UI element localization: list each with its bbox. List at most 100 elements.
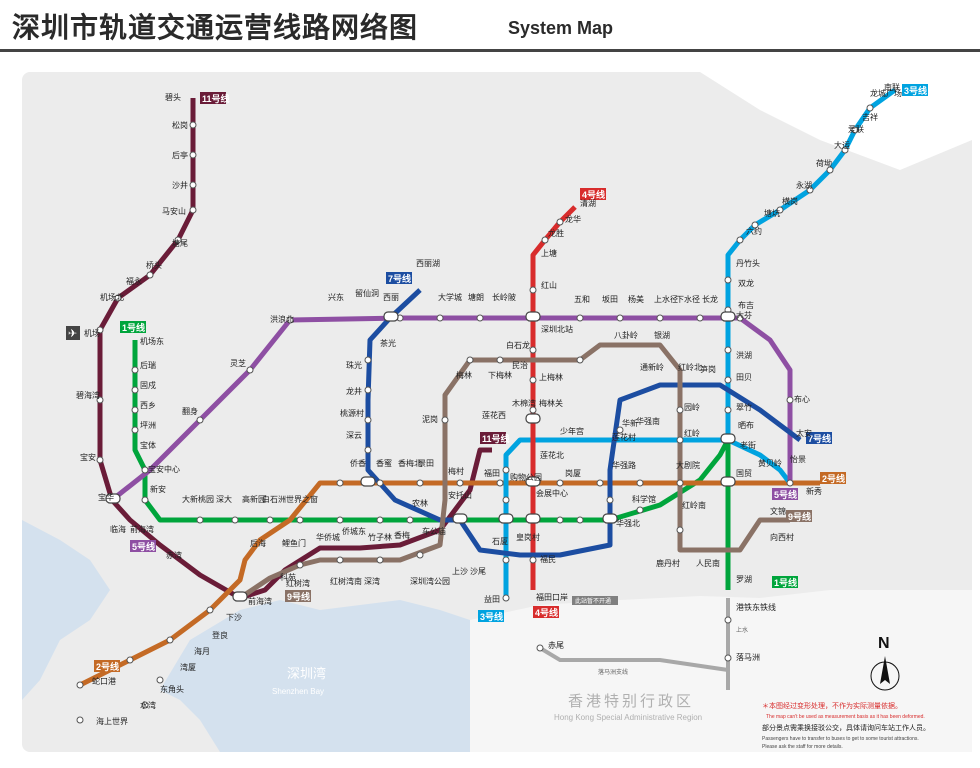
line-4[interactable] (530, 205, 577, 590)
svg-text:3号线: 3号线 (904, 85, 927, 96)
svg-text:大剧院: 大剧院 (676, 460, 700, 470)
svg-text:永湖: 永湖 (796, 180, 812, 190)
svg-text:湾厦: 湾厦 (180, 662, 196, 672)
svg-text:后瑞: 后瑞 (140, 360, 156, 370)
badge-line-9: 9号线 (285, 590, 311, 602)
svg-text:农林: 农林 (412, 498, 428, 508)
svg-text:机场: 机场 (84, 328, 100, 338)
svg-text:上塘: 上塘 (541, 248, 557, 258)
upper-right-blank (700, 72, 972, 170)
svg-text:莲花西: 莲花西 (482, 410, 506, 420)
svg-text:上沙: 上沙 (452, 567, 468, 576)
svg-text:泥岗: 泥岗 (422, 415, 438, 424)
svg-text:石厦: 石厦 (492, 537, 508, 546)
badge-line-4: 4号线 (580, 188, 606, 200)
svg-text:桥头: 桥头 (146, 260, 162, 270)
svg-text:宝华: 宝华 (98, 492, 114, 502)
svg-text:兴东: 兴东 (328, 292, 344, 302)
svg-text:塘尾: 塘尾 (172, 238, 188, 248)
svg-text:海月: 海月 (194, 646, 210, 656)
svg-text:4号线: 4号线 (535, 607, 558, 618)
line-3-south[interactable] (503, 437, 728, 598)
svg-text:竹子林: 竹子林 (368, 532, 392, 542)
svg-text:田贝: 田贝 (736, 373, 752, 382)
svg-text:侨香: 侨香 (350, 458, 366, 468)
svg-text:银湖: 银湖 (654, 330, 670, 340)
svg-text:上水径: 上水径 (654, 294, 678, 304)
svg-text:双龙: 双龙 (738, 278, 754, 288)
svg-text:华新: 华新 (622, 418, 638, 428)
svg-text:通新岭: 通新岭 (640, 362, 664, 372)
svg-text:车公庙: 车公庙 (422, 526, 446, 536)
svg-text:机场北: 机场北 (100, 292, 124, 302)
svg-text:红岭南: 红岭南 (682, 500, 706, 510)
svg-text:前海湾: 前海湾 (130, 524, 154, 534)
svg-text:3号线: 3号线 (480, 611, 503, 622)
svg-text:翻身: 翻身 (182, 406, 198, 416)
svg-text:新秀: 新秀 (806, 486, 822, 496)
badge-line-7: 7号线 (386, 272, 412, 284)
svg-text:莲花北: 莲花北 (540, 450, 564, 460)
badge-line-11: 11号线 (200, 92, 230, 104)
svg-text:5号线: 5号线 (774, 489, 797, 500)
note-bus-zh: 部分景点需乘换接驳公交，具体请询问车站工作人员。 (762, 723, 930, 732)
svg-text:深湾: 深湾 (364, 576, 380, 586)
svg-text:益田: 益田 (484, 594, 500, 604)
svg-text:下沙: 下沙 (226, 613, 242, 622)
svg-text:吉祥: 吉祥 (862, 112, 878, 122)
svg-text:南联: 南联 (884, 82, 900, 92)
svg-text:临海: 临海 (110, 524, 126, 534)
svg-text:9号线: 9号线 (287, 591, 310, 602)
svg-text:园岭: 园岭 (684, 402, 700, 412)
header-rule (0, 49, 980, 52)
svg-text:侨城东: 侨城东 (342, 526, 366, 536)
line-11[interactable] (97, 98, 492, 601)
svg-text:世界之窗: 世界之窗 (286, 494, 318, 504)
svg-text:丹竹头: 丹竹头 (736, 258, 760, 268)
svg-text:松岗: 松岗 (172, 120, 188, 130)
svg-text:红树湾南: 红树湾南 (330, 576, 362, 586)
badge-line-5: 5号线 (130, 540, 156, 552)
svg-text:红岭北: 红岭北 (678, 362, 702, 372)
svg-text:国贸: 国贸 (736, 468, 752, 478)
note-staff-en: Please ask the staff for more details. (762, 744, 843, 750)
svg-text:华侨城: 华侨城 (316, 532, 340, 542)
svg-text:大学城: 大学城 (438, 292, 462, 302)
station-markers (76, 104, 874, 724)
hk-area (470, 590, 972, 752)
svg-text:宝安中心: 宝安中心 (148, 464, 180, 474)
svg-text:人民南: 人民南 (696, 558, 720, 568)
svg-text:杨美: 杨美 (628, 294, 644, 304)
svg-text:华强路: 华强路 (612, 460, 636, 470)
line-9[interactable] (238, 342, 790, 601)
svg-text:落马洲: 落马洲 (736, 652, 760, 662)
svg-text:茶光: 茶光 (380, 338, 396, 348)
svg-text:✈: ✈ (68, 327, 77, 340)
svg-text:木棉湾: 木棉湾 (512, 398, 536, 408)
svg-text:珠光: 珠光 (346, 360, 362, 370)
svg-text:上梅林: 上梅林 (539, 372, 563, 382)
svg-text:上水: 上水 (736, 626, 748, 634)
svg-text:文锦: 文锦 (770, 506, 786, 516)
compass-icon: N (870, 635, 900, 691)
svg-text:11号线: 11号线 (482, 433, 510, 444)
svg-text:宝安: 宝安 (80, 452, 96, 462)
metro-map[interactable]: 深圳湾 Shenzhen Bay 香港特别行政区 Hong Kong Speci… (0, 52, 980, 768)
svg-text:蛇口港: 蛇口港 (92, 676, 116, 686)
svg-text:安托山: 安托山 (448, 490, 472, 500)
svg-text:会展中心: 会展中心 (536, 488, 568, 498)
svg-text:莲花村: 莲花村 (612, 432, 636, 442)
svg-text:华强北: 华强北 (616, 518, 640, 528)
bay-label-en: Shenzhen Bay (272, 687, 324, 696)
svg-text:11号线: 11号线 (202, 93, 230, 104)
svg-text:N: N (878, 635, 890, 652)
airport-icon: ✈ (66, 326, 80, 340)
svg-text:爱联: 爱联 (848, 125, 864, 134)
svg-text:机场东: 机场东 (140, 336, 164, 346)
svg-text:深圳湾公园: 深圳湾公园 (410, 576, 450, 586)
svg-text:沙尾: 沙尾 (470, 567, 486, 576)
svg-text:五和: 五和 (574, 295, 590, 304)
svg-text:福田: 福田 (484, 469, 500, 478)
svg-text:大芬: 大芬 (736, 310, 752, 320)
svg-text:前海湾: 前海湾 (248, 596, 272, 606)
